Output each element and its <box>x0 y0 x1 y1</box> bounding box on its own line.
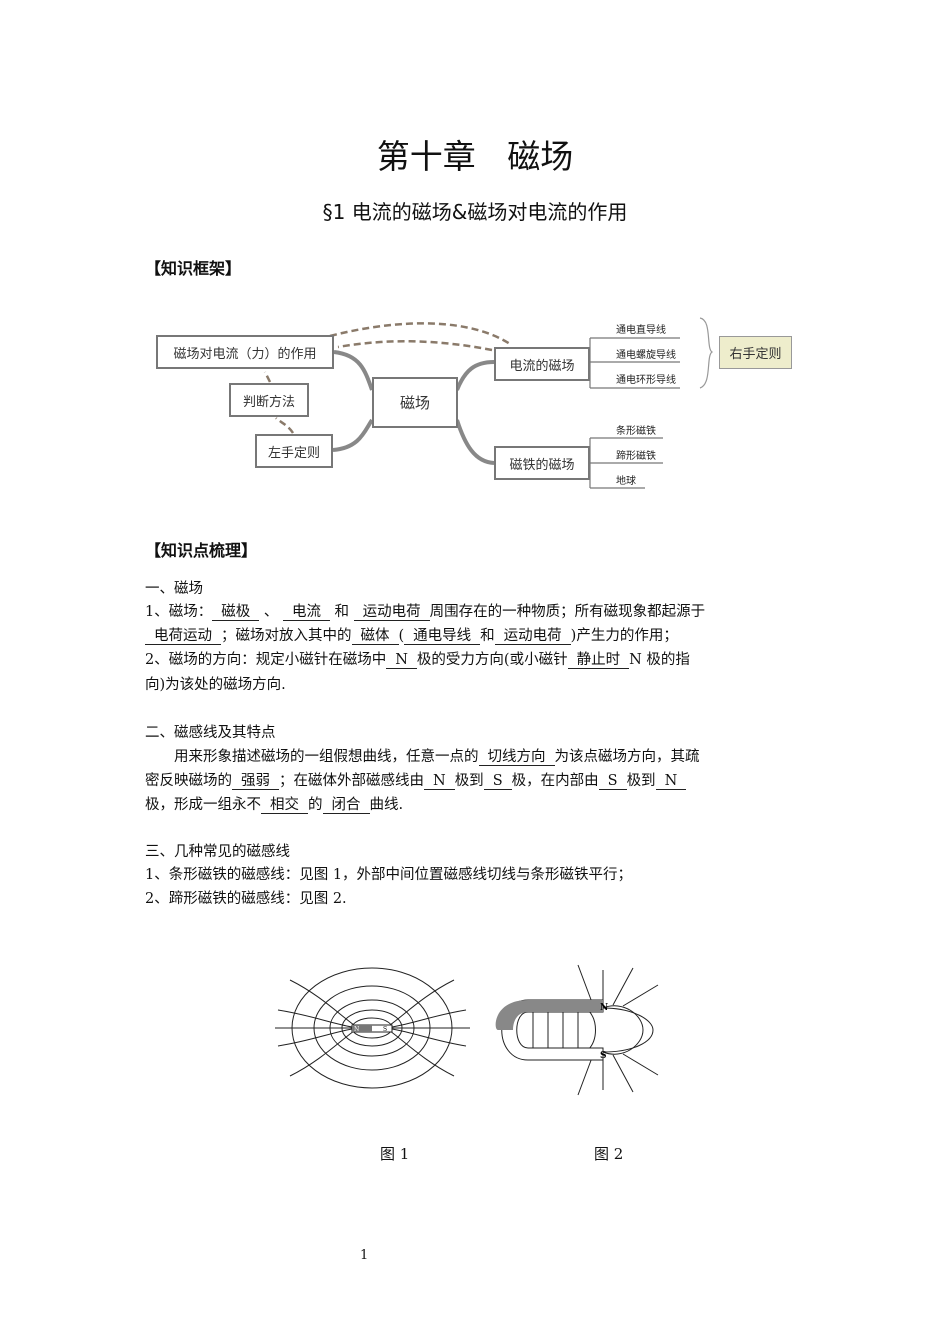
text-line: 三、几种常见的磁感线 <box>145 840 809 865</box>
text-segment: )产生力的作用； <box>570 628 678 644</box>
fill-blank-answer: 电荷运动 <box>145 628 221 645</box>
figure-2-horseshoe-magnet: N S <box>495 964 659 1096</box>
text-line: 向)为该处的磁场方向. <box>145 673 809 698</box>
text-segment: 和 <box>329 604 354 620</box>
fill-blank-answer: N <box>386 652 417 669</box>
node-magnet-field: 磁铁的磁场 <box>494 446 590 480</box>
text-segment: 二、磁感线及其特点 <box>145 725 276 741</box>
fill-blank-answer: 静止时 <box>567 652 630 669</box>
figure-1-bar-magnet: N S <box>275 967 470 1089</box>
fill-blank-answer: 磁体 <box>351 628 399 645</box>
text-segment: 极的受力方向(或小磁针 <box>416 652 568 668</box>
text-segment: 1、磁场： <box>145 604 213 620</box>
node-current-field: 电流的磁场 <box>494 347 590 381</box>
mind-map: 磁场对电流（力）的作用 判断方法 左手定则 磁场 电流的磁场 磁铁的磁场 通电直… <box>0 0 950 520</box>
fill-blank-answer: 相交 <box>261 797 308 814</box>
node-right-hand-rule: 右手定则 <box>719 336 792 369</box>
text-segment: 为该点磁场方向，其疏 <box>554 749 700 765</box>
pole-n-label: N <box>354 1026 359 1033</box>
text-line: 电荷运动；磁场对放入其中的磁体(通电导线和运动电荷)产生力的作用； <box>145 624 809 649</box>
text-segment: 1、条形磁铁的磁感线：见图 1，外部中间位置磁感线切线与条形磁铁平行； <box>145 867 633 883</box>
pole-s-label: S <box>600 1051 607 1061</box>
figure-2-caption: 图 2 <box>594 1145 624 1163</box>
text-segment: N 极的指 <box>629 652 690 668</box>
text-line: 极，形成一组永不相交的闭合曲线. <box>145 793 809 818</box>
fill-blank-answer: S <box>483 773 512 790</box>
points-heading: 【知识点梳理】 <box>145 541 258 560</box>
pole-s-label: S <box>383 1026 387 1033</box>
text-segment: 向)为该处的磁场方向. <box>145 677 286 693</box>
text-segment: 一、磁场 <box>145 581 203 597</box>
text-segment: 2、磁场的方向：规定小磁针在磁场中 <box>145 652 387 668</box>
text-segment: 极到 <box>626 773 656 789</box>
fill-blank-answer: 运动电荷 <box>353 604 430 621</box>
text-line: 1、磁场：磁极 、 电流 和 运动电荷周围存在的一种物质；所有磁现象都起源于 <box>145 600 809 625</box>
fill-blank-answer: 磁极 <box>212 604 260 621</box>
text-segment: 、 <box>259 604 283 620</box>
text-segment: ( <box>398 628 405 644</box>
leaf-bar-magnet: 条形磁铁 <box>616 426 656 437</box>
section-subtitle: §1 电流的磁场&磁场对电流的作用 <box>322 200 628 224</box>
leaf-earth: 地球 <box>616 476 636 487</box>
text-segment: ；磁场对放入其中的 <box>221 628 352 644</box>
page-number: 1 <box>360 1248 369 1263</box>
node-force-on-current: 磁场对电流（力）的作用 <box>156 335 334 369</box>
fill-blank-answer: 闭合 <box>322 797 370 814</box>
node-center: 磁场 <box>372 377 458 428</box>
text-segment: 三、几种常见的磁感线 <box>145 844 290 860</box>
fill-blank-answer: N <box>424 773 455 790</box>
text-line: 2、蹄形磁铁的磁感线：见图 2. <box>145 887 809 912</box>
text-segment: 2、蹄形磁铁的磁感线：见图 2. <box>145 891 347 907</box>
node-left-hand-rule: 左手定则 <box>255 434 333 468</box>
leaf-ring-wire: 通电环形导线 <box>616 375 676 386</box>
fill-blank-answer: S <box>598 773 627 790</box>
pole-n-label: N <box>600 1003 608 1013</box>
fill-blank-answer: 强弱 <box>232 773 279 790</box>
chapter-title: 第十章 磁场 <box>376 137 574 176</box>
text-segment: 极到 <box>454 773 484 789</box>
text-segment: 和 <box>480 628 495 644</box>
text-segment: 用来形象描述磁场的一组假想曲线，任意一点的 <box>145 749 479 765</box>
text-segment: 的 <box>308 797 323 813</box>
leaf-straight-wire: 通电直导线 <box>616 325 666 336</box>
fill-blank-answer: 电流 <box>282 604 330 621</box>
fill-blank-answer: 通电导线 <box>404 628 481 645</box>
text-line: 二、磁感线及其特点 <box>145 721 809 746</box>
leaf-solenoid: 通电螺旋导线 <box>616 350 676 361</box>
leaf-horseshoe-magnet: 蹄形磁铁 <box>616 451 656 462</box>
framework-heading: 【知识框架】 <box>145 259 242 278</box>
text-segment: 极，在内部由 <box>511 773 599 789</box>
text-line: 1、条形磁铁的磁感线：见图 1，外部中间位置磁感线切线与条形磁铁平行； <box>145 863 809 888</box>
fill-blank-answer: 切线方向 <box>478 749 555 766</box>
figure-1-caption: 图 1 <box>380 1145 410 1163</box>
text-line: 用来形象描述磁场的一组假想曲线，任意一点的切线方向为该点磁场方向，其疏 <box>145 745 809 770</box>
text-segment: ；在磁体外部磁感线由 <box>279 773 424 789</box>
text-segment: 周围存在的一种物质；所有磁现象都起源于 <box>429 604 706 620</box>
text-segment: 极，形成一组永不 <box>145 797 261 813</box>
fill-blank-answer: N <box>655 773 687 790</box>
text-segment: 曲线. <box>369 797 404 813</box>
text-line: 一、磁场 <box>145 577 809 602</box>
fill-blank-answer: 运动电荷 <box>494 628 571 645</box>
mind-map-connectors <box>263 317 714 489</box>
text-segment: 密反映磁场的 <box>145 773 232 789</box>
node-judge-method: 判断方法 <box>229 383 309 417</box>
